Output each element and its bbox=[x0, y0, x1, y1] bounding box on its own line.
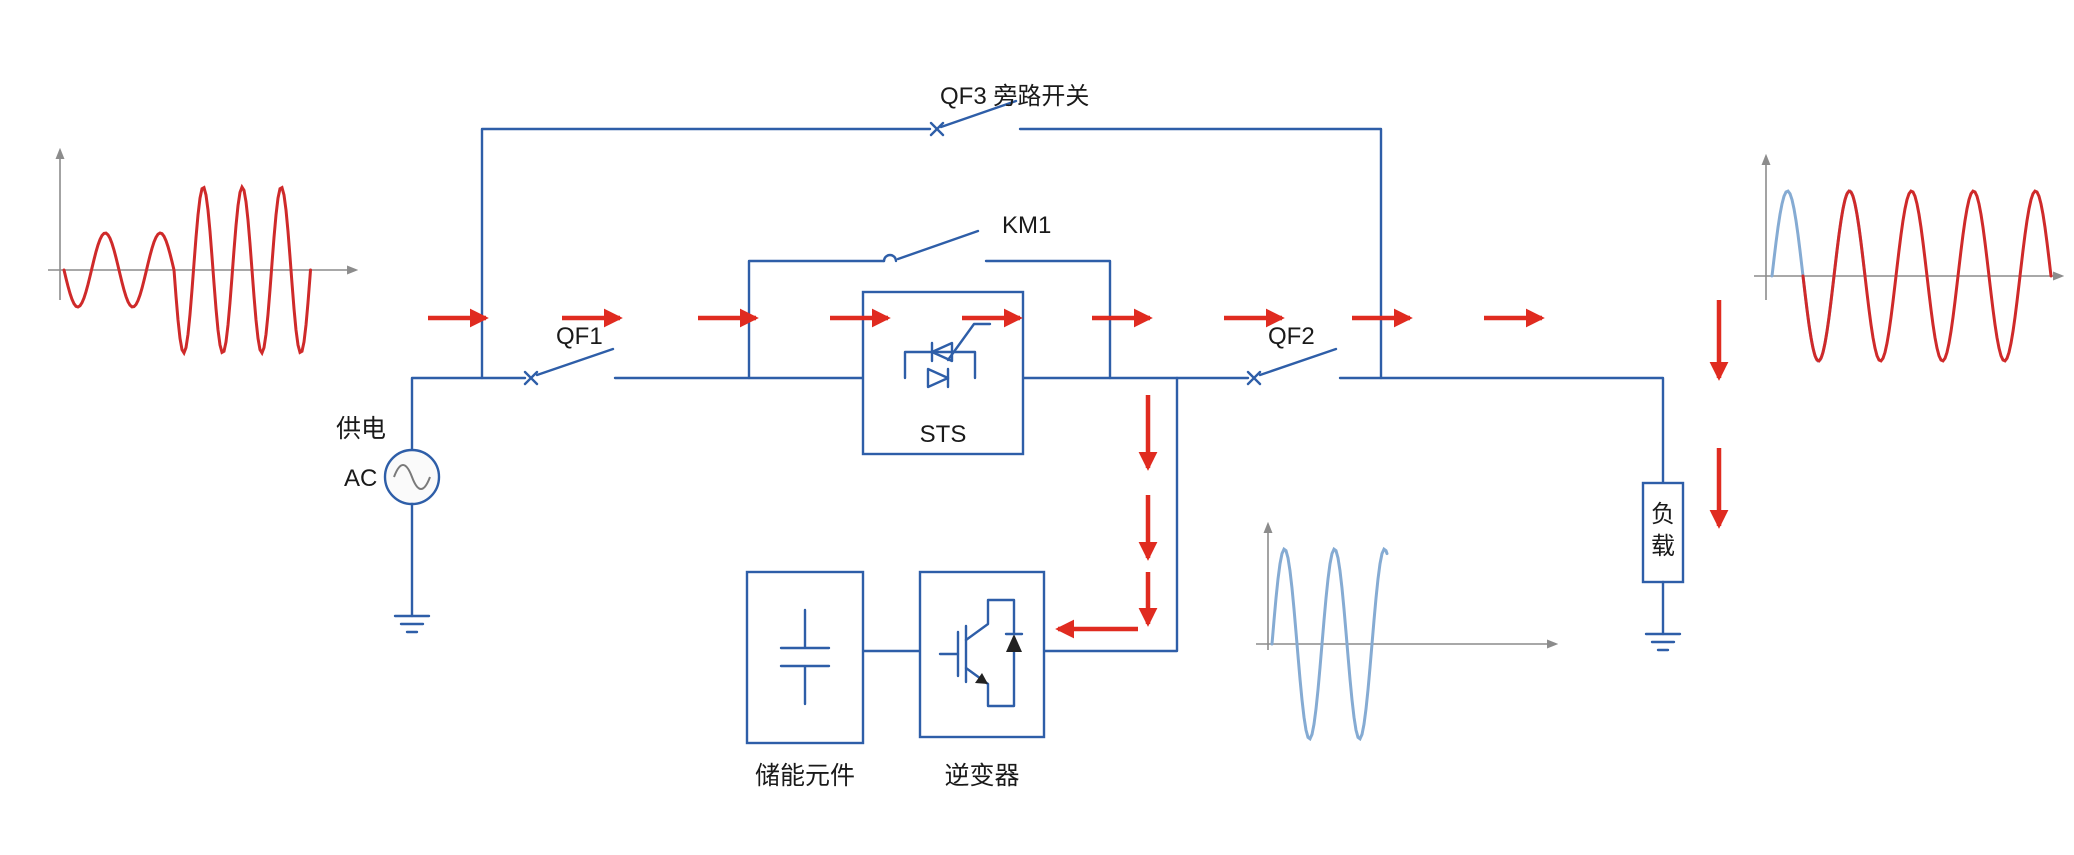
emitter-arrow bbox=[975, 673, 988, 684]
km1-branch-wire bbox=[747, 229, 1112, 380]
input-waveform bbox=[48, 147, 359, 357]
bypass-branch-wire bbox=[480, 99, 1383, 380]
storage-unit bbox=[745, 570, 865, 745]
ground-symbol-load bbox=[1644, 632, 1682, 652]
storage-label: 储能元件 bbox=[755, 762, 855, 790]
igbt-icon bbox=[938, 598, 1024, 708]
load-unit bbox=[1641, 481, 1685, 652]
inverter-waveform bbox=[1256, 521, 1559, 742]
qf1-breaker bbox=[523, 347, 615, 386]
ground-symbol-source bbox=[393, 614, 431, 634]
sts-label: STS bbox=[920, 421, 967, 448]
ac-source bbox=[383, 448, 441, 634]
thyristor-symbol bbox=[903, 322, 992, 389]
storage-box bbox=[745, 570, 865, 745]
km1-contactor bbox=[882, 229, 980, 263]
qf3-breaker bbox=[929, 99, 1018, 137]
inverter-label: 逆变器 bbox=[944, 762, 1019, 790]
flow-arrows-layer bbox=[428, 300, 1729, 639]
main-bus-wire bbox=[410, 347, 1665, 485]
inverter-feed-wire bbox=[861, 376, 1179, 653]
qf1-label: QF1 bbox=[556, 323, 603, 350]
inverter-unit bbox=[918, 570, 1046, 739]
inverter-box bbox=[918, 570, 1046, 739]
waveforms-layer bbox=[48, 147, 2065, 742]
km1-label: KM1 bbox=[1002, 212, 1051, 239]
supply-label: 供电 bbox=[336, 415, 386, 443]
diode-icon bbox=[1006, 634, 1022, 652]
qf3-bypass-label: QF3 旁路开关 bbox=[940, 83, 1089, 110]
sine-icon bbox=[393, 464, 431, 490]
output-waveform-curve bbox=[1801, 189, 2053, 363]
capacitor-icon bbox=[779, 608, 831, 706]
load-label-line1: 负 bbox=[1651, 501, 1675, 528]
qf2-label: QF2 bbox=[1268, 323, 1315, 350]
qf2-breaker bbox=[1246, 347, 1338, 386]
inverter-waveform-curve bbox=[1270, 546, 1389, 742]
load-label-line2: 载 bbox=[1651, 533, 1675, 560]
output-waveform bbox=[1754, 153, 2065, 363]
ac-label: AC bbox=[344, 465, 377, 492]
input-waveform-curve bbox=[62, 183, 312, 357]
